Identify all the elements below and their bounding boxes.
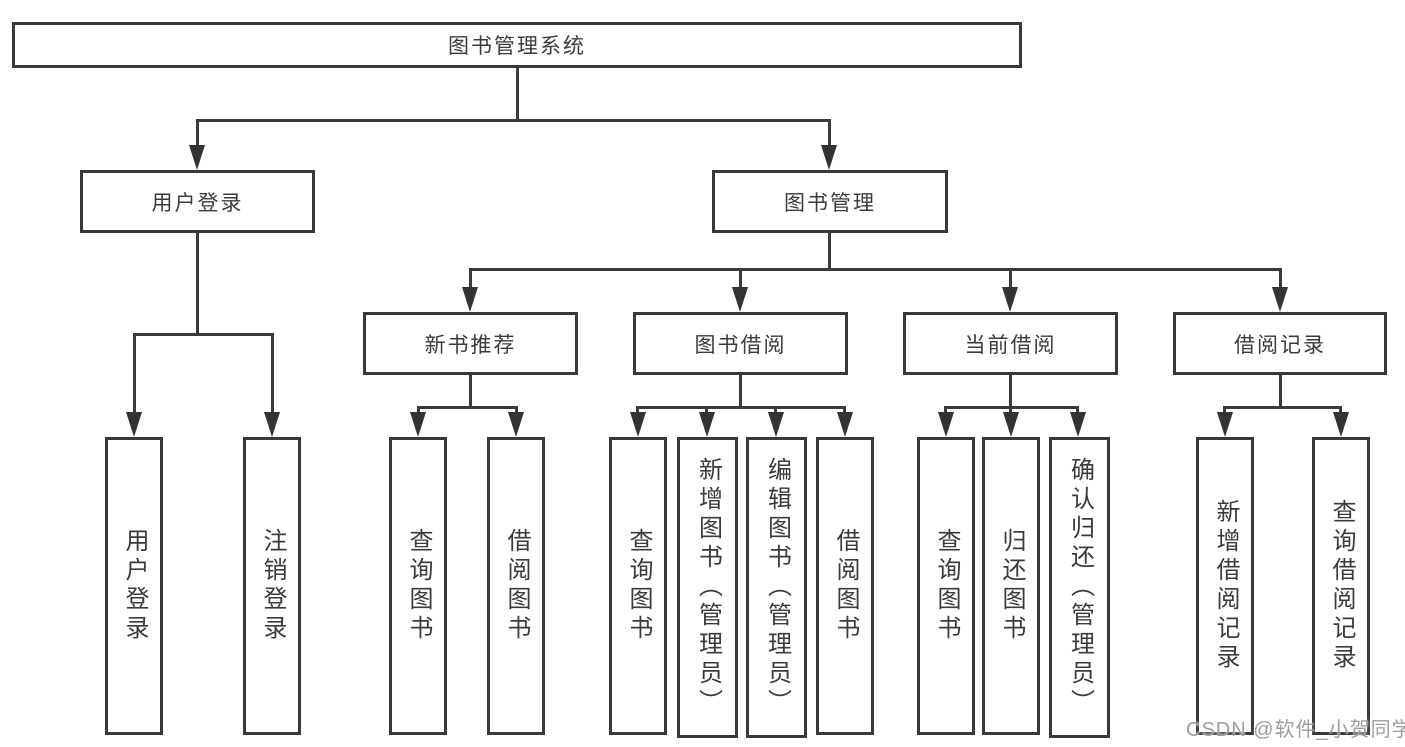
connector-drop-current-borrow <box>1009 268 1012 288</box>
connector-book-mgmt-branch <box>469 268 1282 271</box>
node-current-borrow-label: 当前借阅 <box>964 333 1057 357</box>
node-root-label: 图书管理系统 <box>448 35 586 58</box>
node-leaf-bb-edit-books: 编辑图书（管理员） <box>746 437 807 738</box>
arrow-down-icon <box>410 412 426 437</box>
arrow-down-icon <box>264 412 280 437</box>
node-leaf-cb-return-books: 归还图书 <box>982 437 1040 735</box>
node-leaf-cb-query-books: 查询图书 <box>917 437 975 735</box>
watermark: CSDN @软件_小贺同学 <box>1186 719 1405 741</box>
arrow-down-icon <box>1272 287 1288 312</box>
connector-drop <box>843 406 846 414</box>
node-leaf-bb-borrow-books-label: 借阅图书 <box>832 528 859 644</box>
node-leaf-bb-add-books: 新增图书（管理员） <box>677 437 738 738</box>
connector-new-books-trunk <box>469 375 472 408</box>
connector-book-borrow-branch <box>636 406 846 409</box>
node-leaf-nb-query-books: 查询图书 <box>389 437 447 735</box>
node-leaf-bb-query-books-label: 查询图书 <box>625 528 652 644</box>
connector-drop <box>1076 406 1079 414</box>
node-leaf-cb-confirm-return: 确认归还（管理员） <box>1049 437 1110 738</box>
arrow-down-icon <box>1002 287 1018 312</box>
connector-root-branch <box>196 119 831 122</box>
connector-borrow-records-branch <box>1223 406 1341 409</box>
arrow-down-icon <box>630 412 646 437</box>
node-leaf-br-query-record-label: 查询借阅记录 <box>1328 499 1355 673</box>
connector-drop-new-books <box>469 268 472 288</box>
arrow-down-icon <box>189 145 205 170</box>
connector-drop-login <box>133 333 136 413</box>
arrow-down-icon <box>768 412 784 437</box>
node-leaf-br-query-record: 查询借阅记录 <box>1312 437 1370 735</box>
node-new-books: 新书推荐 <box>363 312 578 375</box>
connector-book-mgmt-trunk <box>828 233 831 270</box>
node-leaf-cb-confirm-return-label: 确认归还（管理员） <box>1066 457 1094 718</box>
node-leaf-logout-label: 注销登录 <box>259 528 286 644</box>
connector-book-borrow-trunk <box>739 375 742 408</box>
node-new-books-label: 新书推荐 <box>424 333 517 357</box>
connector-drop <box>1223 406 1226 414</box>
arrow-down-icon <box>732 287 748 312</box>
arrow-down-icon <box>821 145 837 170</box>
arrow-down-icon <box>1217 412 1233 437</box>
connector-borrow-records-trunk <box>1279 375 1282 408</box>
connector-drop <box>944 406 947 414</box>
node-leaf-bb-borrow-books: 借阅图书 <box>816 437 874 735</box>
arrow-down-icon <box>1333 412 1349 437</box>
node-leaf-br-add-record-label: 新增借阅记录 <box>1212 499 1239 673</box>
connector-drop-book-mgmt <box>828 119 831 146</box>
node-leaf-user-login-label: 用户登录 <box>121 528 148 644</box>
connector-drop <box>636 406 639 414</box>
arrow-down-icon <box>1003 412 1019 437</box>
arrow-down-icon <box>508 412 524 437</box>
node-leaf-nb-borrow-books: 借阅图书 <box>487 437 545 735</box>
node-leaf-bb-add-books-label: 新增图书（管理员） <box>694 457 722 718</box>
node-current-borrow: 当前借阅 <box>903 312 1118 375</box>
node-root: 图书管理系统 <box>12 22 1022 68</box>
arrow-down-icon <box>126 412 142 437</box>
node-user-login: 用户登录 <box>80 170 315 233</box>
node-borrow-records-label: 借阅记录 <box>1234 333 1326 357</box>
node-leaf-user-login: 用户登录 <box>105 437 163 735</box>
connector-drop <box>515 406 518 414</box>
arrow-down-icon <box>1070 412 1086 437</box>
connector-new-books-branch <box>417 406 518 409</box>
node-leaf-logout: 注销登录 <box>243 437 301 735</box>
node-leaf-bb-edit-books-label: 编辑图书（管理员） <box>763 457 791 718</box>
connector-root-trunk <box>516 68 519 120</box>
node-leaf-nb-query-books-label: 查询图书 <box>405 528 432 644</box>
connector-user-login-trunk <box>196 233 199 335</box>
connector-drop-borrow-records <box>1279 268 1282 288</box>
connector-drop <box>705 406 708 414</box>
connector-drop <box>1339 406 1342 414</box>
node-user-login-label: 用户登录 <box>151 191 244 215</box>
node-book-mgmt: 图书管理 <box>712 170 948 233</box>
node-book-borrow-label: 图书借阅 <box>694 333 787 357</box>
connector-drop <box>774 406 777 414</box>
connector-drop-book-borrow <box>739 268 742 288</box>
node-borrow-records: 借阅记录 <box>1173 312 1387 375</box>
arrow-down-icon <box>837 412 853 437</box>
node-leaf-br-add-record: 新增借阅记录 <box>1196 437 1254 735</box>
node-book-borrow: 图书借阅 <box>633 312 848 375</box>
node-leaf-nb-borrow-books-label: 借阅图书 <box>503 528 530 644</box>
connector-drop-logout <box>271 333 274 413</box>
connector-user-login-branch <box>133 333 274 336</box>
connector-drop <box>417 406 420 414</box>
connector-drop-user-login <box>196 119 199 146</box>
node-leaf-cb-query-books-label: 查询图书 <box>933 528 960 644</box>
node-leaf-bb-query-books: 查询图书 <box>609 437 667 735</box>
connector-drop <box>1009 406 1012 414</box>
connector-current-borrow-trunk <box>1009 375 1012 408</box>
arrow-down-icon <box>938 412 954 437</box>
node-book-mgmt-label: 图书管理 <box>784 191 876 215</box>
arrow-down-icon <box>699 412 715 437</box>
node-leaf-cb-return-books-label: 归还图书 <box>998 528 1025 644</box>
arrow-down-icon <box>462 287 478 312</box>
